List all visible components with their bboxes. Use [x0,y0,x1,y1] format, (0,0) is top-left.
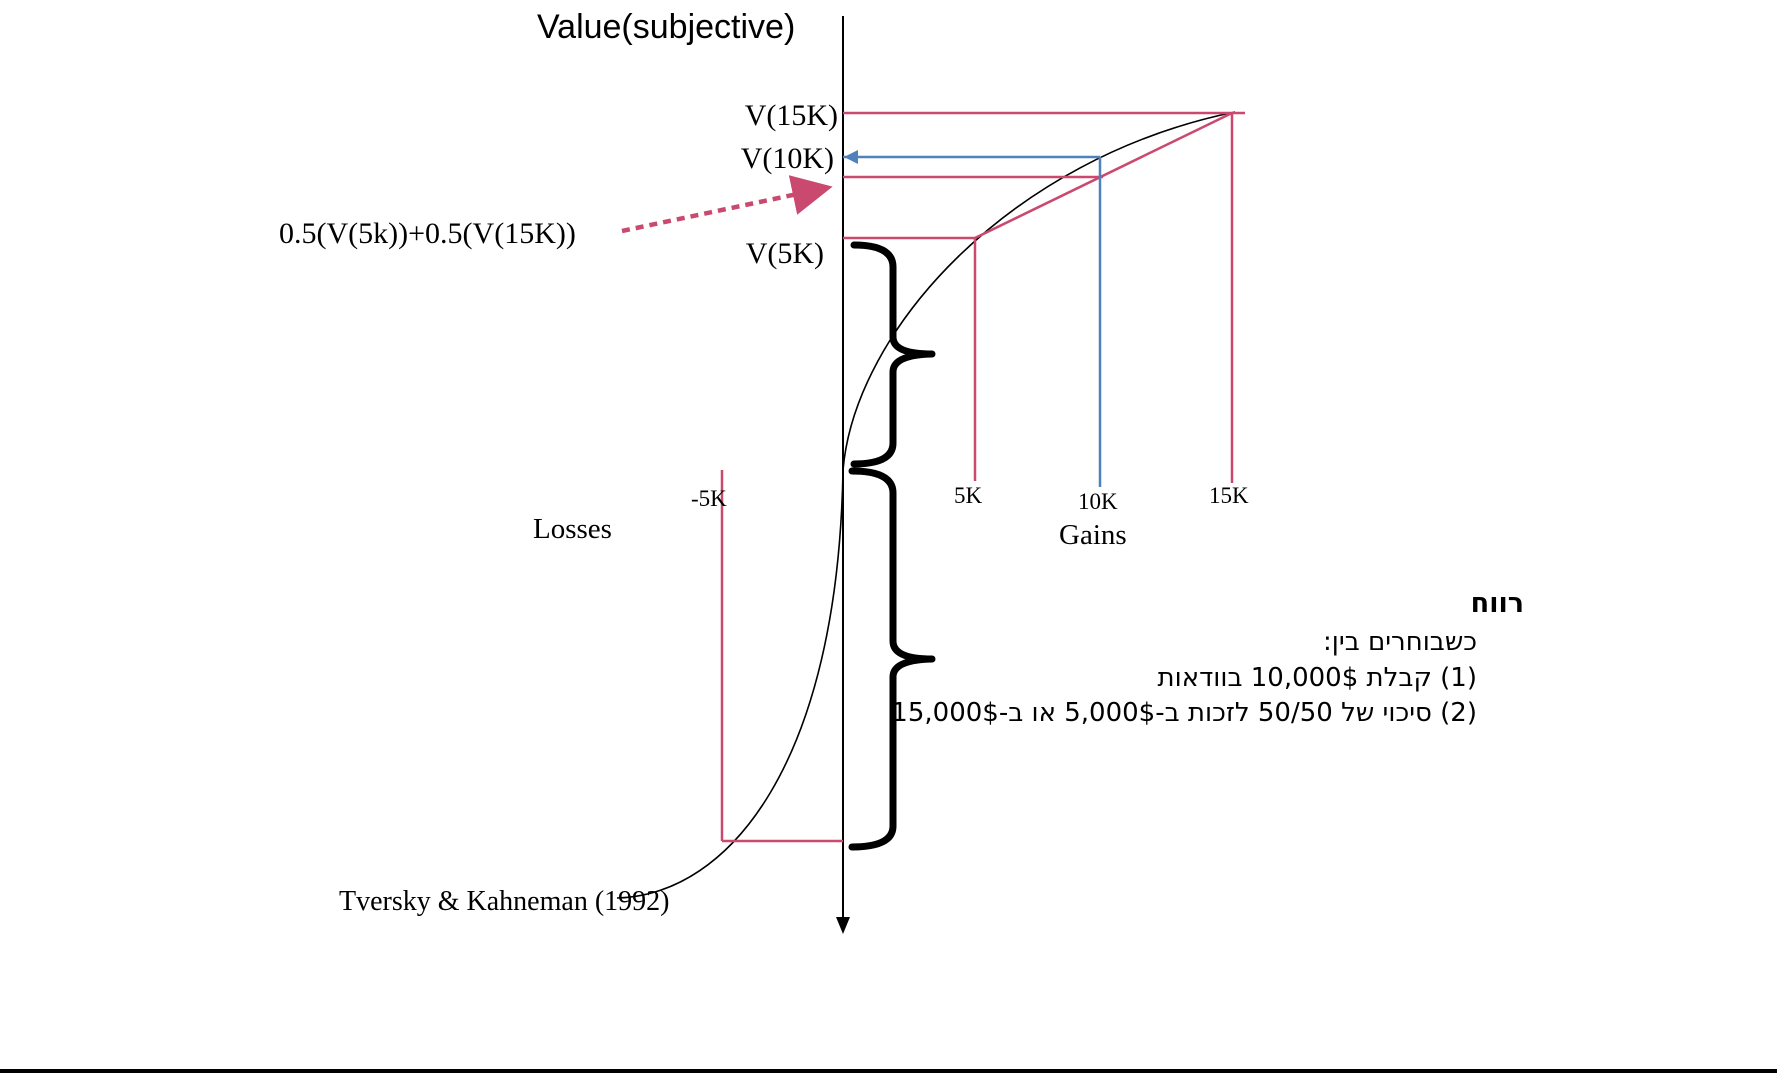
losses-label: Losses [533,513,612,545]
gain-guide-lines-pink [843,111,1245,483]
hebrew-line-choosing-between: כשבוחרים בין: [1323,627,1477,657]
tick-15k: 15K [1209,483,1249,508]
gain-value-brace [850,241,936,468]
y-axis-arrowhead-down-icon [836,917,850,934]
v15k-label: V(15K) [744,99,838,132]
v10k-label: V(10K) [740,142,834,175]
loss-value-brace [848,467,936,851]
tick-5k: 5K [954,483,983,508]
axis-title: Value(subjective) [537,8,796,46]
tick-10k: 10K [1078,489,1118,514]
sure-gain-guide-lines-blue [843,150,1102,487]
citation: Tversky & Kahneman (1992) [339,886,670,917]
hebrew-line-option-1: (1) קבלת 10,000$ בוודאות [1157,663,1477,693]
loss-guide-lines-pink [720,470,843,843]
hebrew-line-option-2: (2) סיכוי של 50/50 לזכות ב-5,000$ או ב-1… [891,698,1477,728]
hebrew-title-profit: רווח [1470,588,1524,619]
gains-label: Gains [1059,519,1127,551]
value-curve [616,111,1236,899]
v5k-label: V(5K) [745,237,824,270]
v10k-arrowhead-icon [844,150,858,164]
chord-5k-15k-line [974,111,1233,240]
formula-arrow [621,175,833,234]
expected-value-formula: 0.5(V(5k))+0.5(V(15K)) [279,217,576,250]
tick-neg5k: -5K [691,486,727,511]
